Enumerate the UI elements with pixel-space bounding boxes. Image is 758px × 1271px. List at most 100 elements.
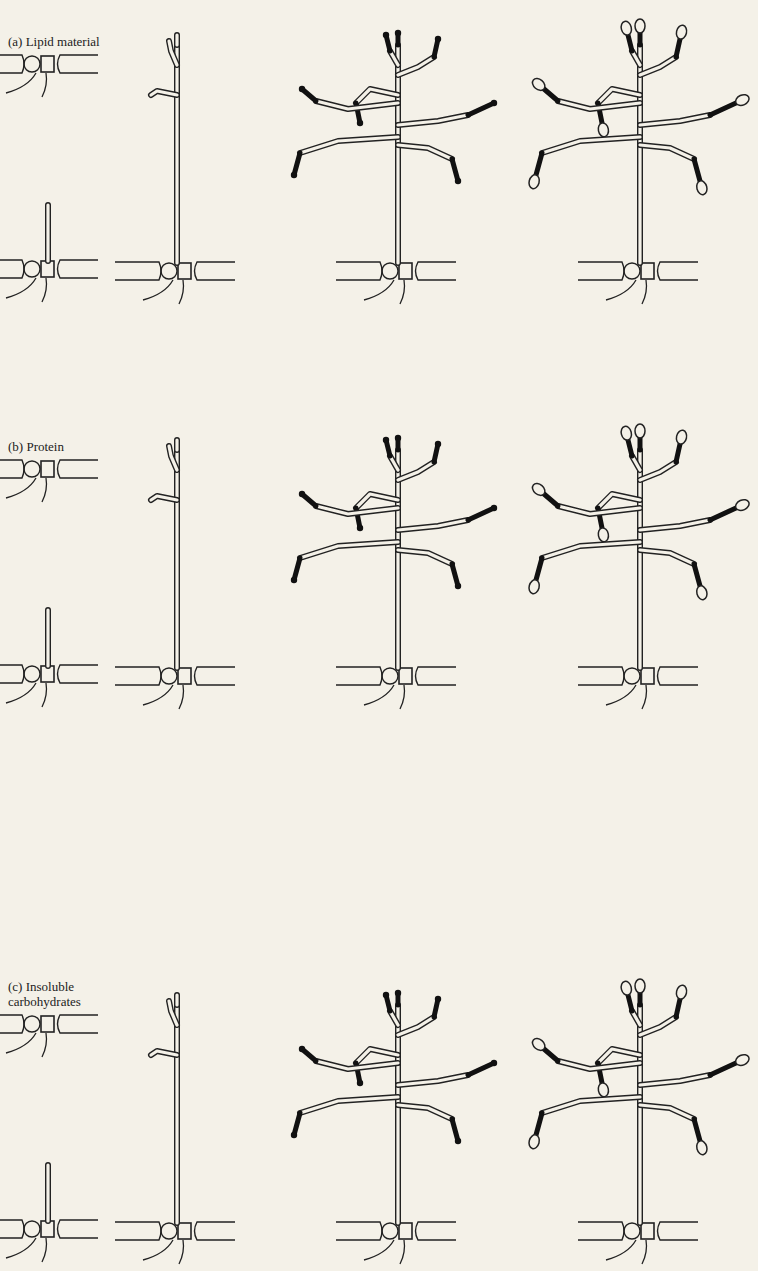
stained-tip	[294, 558, 300, 580]
hypha-line	[179, 685, 184, 709]
stained-tip	[468, 103, 494, 115]
stained-tip	[676, 39, 680, 57]
hypha-lumen	[46, 205, 49, 261]
hypha-lumen	[398, 115, 468, 125]
hypha-lumen	[398, 1017, 434, 1035]
foot-cell	[641, 1223, 654, 1239]
hyphal-cell	[336, 1222, 382, 1240]
hyphal-cell	[336, 262, 382, 280]
hypha-lumen	[542, 542, 640, 558]
hyphal-cell	[115, 667, 161, 685]
hypha-outline	[398, 550, 452, 564]
hypha-lumen	[398, 1105, 452, 1119]
hypha-outline	[151, 91, 177, 95]
conidium	[597, 1082, 610, 1098]
foot-cell	[178, 263, 191, 279]
foot-cell	[399, 263, 412, 279]
stained-tip	[676, 444, 680, 462]
foot-cell-small	[161, 668, 177, 684]
hyphal-cell	[336, 667, 382, 685]
hypha-outline	[398, 57, 434, 75]
hyphal-cell	[58, 1220, 99, 1238]
hyphal-cell	[0, 1015, 24, 1033]
stained-tip	[694, 1119, 700, 1141]
stained-tip	[638, 438, 643, 450]
tip-dot	[435, 36, 441, 42]
tip-dot	[455, 1138, 461, 1144]
foot-cell-small	[24, 461, 40, 477]
hypha-outline	[316, 101, 398, 109]
conidium	[597, 122, 610, 138]
stained-tip	[452, 1119, 458, 1141]
hypha-lumen	[640, 145, 694, 159]
tip-dot	[491, 100, 497, 106]
hypha-outline	[542, 137, 640, 153]
hypha-outline	[300, 1097, 398, 1113]
hypha-outline	[398, 1075, 468, 1085]
hypha-lumen	[640, 1017, 676, 1035]
hypha-line	[6, 478, 36, 498]
stained-tip	[628, 35, 632, 51]
hypha-lumen	[175, 35, 178, 45]
hypha-outline	[151, 1051, 177, 1055]
hypha-outline	[45, 610, 51, 666]
hypha-lumen	[398, 1075, 468, 1085]
hyphal-cell	[416, 262, 457, 280]
hyphal-cell	[58, 460, 99, 478]
hypha-lumen	[398, 57, 434, 75]
hypha-lumen	[300, 137, 398, 153]
tip-dot	[357, 525, 363, 531]
hypha-lumen	[316, 506, 398, 514]
conidium	[620, 980, 633, 996]
hypha-line	[42, 278, 47, 302]
tip-dot	[383, 32, 389, 38]
panel-label: (a) Lipid material	[8, 35, 168, 50]
conidium	[620, 20, 633, 36]
hypha-lumen	[300, 1097, 398, 1113]
hypha-outline	[558, 101, 640, 109]
hypha-outline	[398, 1105, 452, 1119]
stained-tip	[468, 508, 494, 520]
hyphal-cell	[658, 262, 699, 280]
tip-dot	[395, 990, 401, 996]
hypha-line	[606, 1240, 636, 1260]
tip-dot	[291, 1132, 297, 1138]
foot-cell-small	[624, 1223, 640, 1239]
foot-cell-small	[24, 666, 40, 682]
hypha-lumen	[558, 1061, 640, 1069]
stained-tip	[452, 564, 458, 586]
foot-cell-small	[161, 263, 177, 279]
hypha-outline	[174, 45, 180, 263]
conidium	[530, 481, 547, 498]
hypha-lumen	[640, 520, 710, 530]
hypha-line	[143, 1240, 173, 1260]
hyphal-cell	[58, 260, 99, 278]
tip-dot	[491, 505, 497, 511]
foot-cell-small	[624, 668, 640, 684]
hypha-outline	[174, 440, 180, 450]
hyphal-cell	[115, 262, 161, 280]
foot-cell	[641, 263, 654, 279]
hypha-lumen	[300, 542, 398, 558]
hypha-outline	[300, 137, 398, 153]
foot-cell	[399, 1223, 412, 1239]
hypha-line	[364, 1240, 394, 1260]
tip-dot	[435, 441, 441, 447]
hypha-outline	[640, 1105, 694, 1119]
conidium	[734, 93, 751, 108]
hyphal-cell	[58, 665, 99, 683]
hypha-lumen	[316, 101, 398, 109]
foot-cell-small	[24, 1016, 40, 1032]
foot-cell	[41, 56, 54, 72]
conidium	[675, 24, 688, 40]
hyphal-cell	[0, 665, 24, 683]
conidium	[695, 180, 708, 196]
hypha-lumen	[640, 57, 676, 75]
hypha-outline	[640, 1017, 676, 1035]
tip-dot	[435, 996, 441, 1002]
stained-tip	[710, 1063, 736, 1075]
hypha-outline	[640, 520, 710, 530]
hypha-lumen	[640, 550, 694, 564]
conidium	[530, 76, 547, 93]
hyphal-cell	[58, 55, 99, 73]
